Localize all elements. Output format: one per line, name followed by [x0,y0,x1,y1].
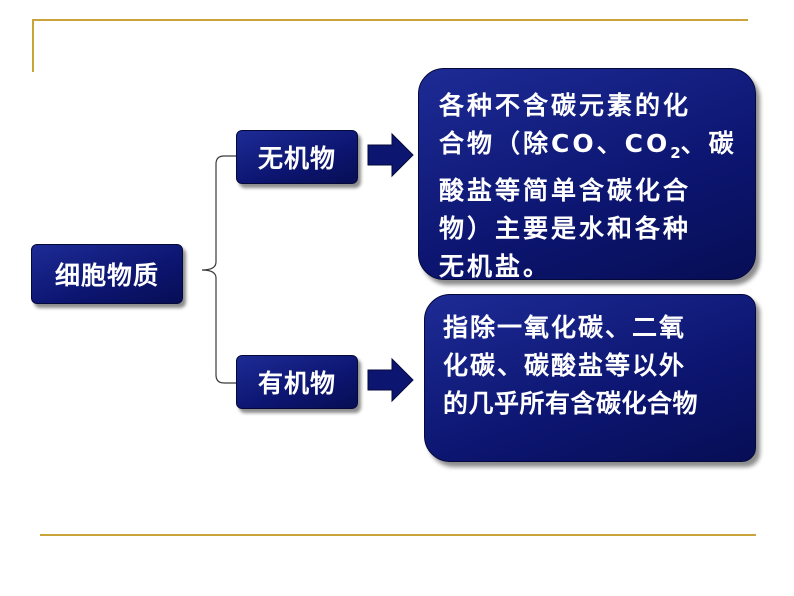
description-line: 化碳、碳酸盐等以外 [443,351,687,380]
branch-node-organic: 有机物 [236,355,358,409]
branch-label-inorganic: 无机物 [257,144,336,173]
arrow-right-icon [367,357,414,403]
description-line: 指除一氧化碳、二氧 [443,313,687,342]
description-box-inorganic: 各种不含碳元素的化 合物（除CO、CO2、碳 酸盐等简单含碳化合 物）主要是水和… [418,68,756,281]
branch-node-inorganic: 无机物 [236,130,358,184]
left-rule [32,19,34,72]
description-line: 无机盐。 [439,252,552,281]
description-line: 合物（除CO、CO2、碳 [439,129,737,162]
description-line: 的几乎所有含碳化合物 [443,389,699,418]
arrow-right-icon [367,132,414,178]
top-rule [32,19,748,21]
description-line: 物）主要是水和各种 [439,214,692,243]
bottom-rule [40,534,756,536]
branch-label-organic: 有机物 [257,369,336,398]
description-line: 酸盐等简单含碳化合 [439,176,692,205]
description-box-organic: 指除一氧化碳、二氧 化碳、碳酸盐等以外 的几乎所有含碳化合物 [424,294,756,462]
description-line: 各种不含碳元素的化 [439,91,692,120]
root-node: 细胞物质 [31,244,183,304]
root-label: 细胞物质 [54,261,159,290]
brace-connector [201,155,236,384]
